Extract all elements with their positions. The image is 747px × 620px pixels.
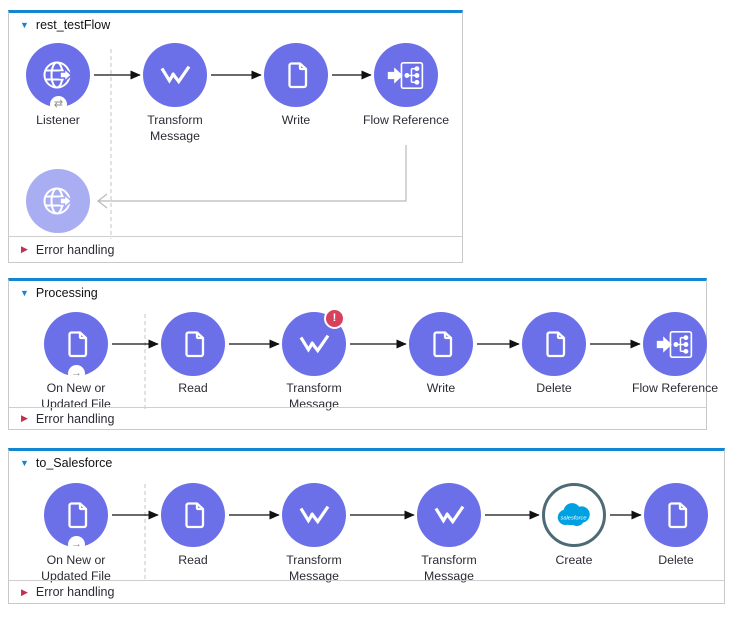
flow-title-bar[interactable]: ▼ to_Salesforce bbox=[20, 456, 112, 470]
error-expand-icon[interactable]: ▶ bbox=[21, 413, 28, 423]
dataweave-icon bbox=[299, 505, 330, 525]
http-listener-icon bbox=[43, 61, 73, 89]
flow-rest-testflow: ▼ rest_testFlow bbox=[8, 10, 463, 263]
collapse-triangle-icon[interactable]: ▼ bbox=[20, 457, 29, 468]
error-handling-header[interactable]: ▶ Error handling bbox=[9, 580, 724, 603]
node-label: Transform Message bbox=[147, 113, 203, 143]
node-label: Read bbox=[178, 381, 208, 395]
node-write[interactable] bbox=[409, 312, 473, 376]
node-label: On New or Updated File bbox=[41, 553, 111, 583]
file-icon bbox=[288, 62, 308, 89]
node-create-salesforce[interactable]: salesforce bbox=[542, 483, 606, 547]
error-expand-icon[interactable]: ▶ bbox=[21, 244, 28, 254]
error-handling-header[interactable]: ▶ Error handling bbox=[9, 236, 462, 262]
node-label: Listener bbox=[36, 113, 80, 127]
file-icon bbox=[433, 331, 453, 358]
flow-reference-icon bbox=[656, 330, 693, 358]
node-listener[interactable] bbox=[26, 43, 90, 107]
node-label: Create bbox=[555, 553, 593, 567]
file-icon bbox=[546, 331, 566, 358]
file-icon bbox=[68, 331, 88, 358]
salesforce-logo-text: salesforce bbox=[560, 515, 586, 521]
collapse-triangle-icon[interactable]: ▼ bbox=[20, 19, 29, 30]
error-expand-icon[interactable]: ▶ bbox=[21, 586, 28, 597]
node-label: Write bbox=[426, 381, 456, 395]
dataweave-icon bbox=[434, 505, 465, 525]
error-badge: ! bbox=[324, 308, 345, 329]
flow-processing: ▼ Processing bbox=[8, 278, 718, 430]
node-transform-message[interactable] bbox=[282, 483, 346, 547]
node-label: Flow Reference bbox=[631, 381, 719, 395]
flow-title: to_Salesforce bbox=[35, 456, 113, 470]
flow-reference-icon bbox=[387, 61, 424, 89]
node-label: Write bbox=[281, 113, 311, 127]
http-listener-icon bbox=[43, 187, 73, 215]
dataweave-icon bbox=[299, 334, 330, 354]
node-delete[interactable] bbox=[644, 483, 708, 547]
flow-title: Processing bbox=[35, 286, 98, 300]
node-read[interactable] bbox=[161, 483, 225, 547]
node-transform-message[interactable] bbox=[143, 43, 207, 107]
return-connector bbox=[99, 145, 407, 202]
file-icon bbox=[185, 331, 205, 358]
flow-title-bar[interactable]: ▼ rest_testFlow bbox=[20, 18, 110, 32]
flow-title: rest_testFlow bbox=[35, 18, 111, 32]
error-handling-label: Error handling bbox=[35, 411, 115, 426]
node-delete[interactable] bbox=[522, 312, 586, 376]
file-icon bbox=[668, 502, 688, 529]
node-read[interactable] bbox=[161, 312, 225, 376]
sync-badge-icon: ⇄ bbox=[50, 96, 67, 113]
node-write[interactable] bbox=[264, 43, 328, 107]
ghost-node-listener[interactable] bbox=[26, 169, 90, 233]
dataweave-icon bbox=[160, 65, 191, 85]
trigger-badge-icon: → bbox=[68, 536, 85, 553]
error-handling-label: Error handling bbox=[35, 585, 115, 599]
node-flow-reference[interactable] bbox=[374, 43, 438, 107]
file-icon bbox=[185, 502, 205, 529]
node-label: Delete bbox=[658, 553, 694, 567]
node-label: Delete bbox=[536, 381, 572, 395]
node-transform-message[interactable] bbox=[417, 483, 481, 547]
node-flow-reference[interactable] bbox=[643, 312, 707, 376]
flow-title-bar[interactable]: ▼ Processing bbox=[20, 286, 98, 300]
node-label: Transform Message bbox=[421, 553, 477, 583]
node-label: Transform Message bbox=[286, 553, 342, 583]
error-handling-label: Error handling bbox=[35, 242, 115, 257]
flow-to-salesforce: ▼ to_Salesforce bbox=[8, 448, 725, 604]
node-label: Flow Reference bbox=[362, 113, 450, 127]
trigger-badge-icon: → bbox=[68, 365, 85, 382]
file-icon bbox=[68, 502, 88, 529]
collapse-triangle-icon[interactable]: ▼ bbox=[20, 287, 29, 298]
node-label: Read bbox=[178, 553, 208, 567]
error-handling-header[interactable]: ▶ Error handling bbox=[9, 407, 706, 429]
salesforce-cloud-icon: salesforce bbox=[557, 502, 590, 526]
